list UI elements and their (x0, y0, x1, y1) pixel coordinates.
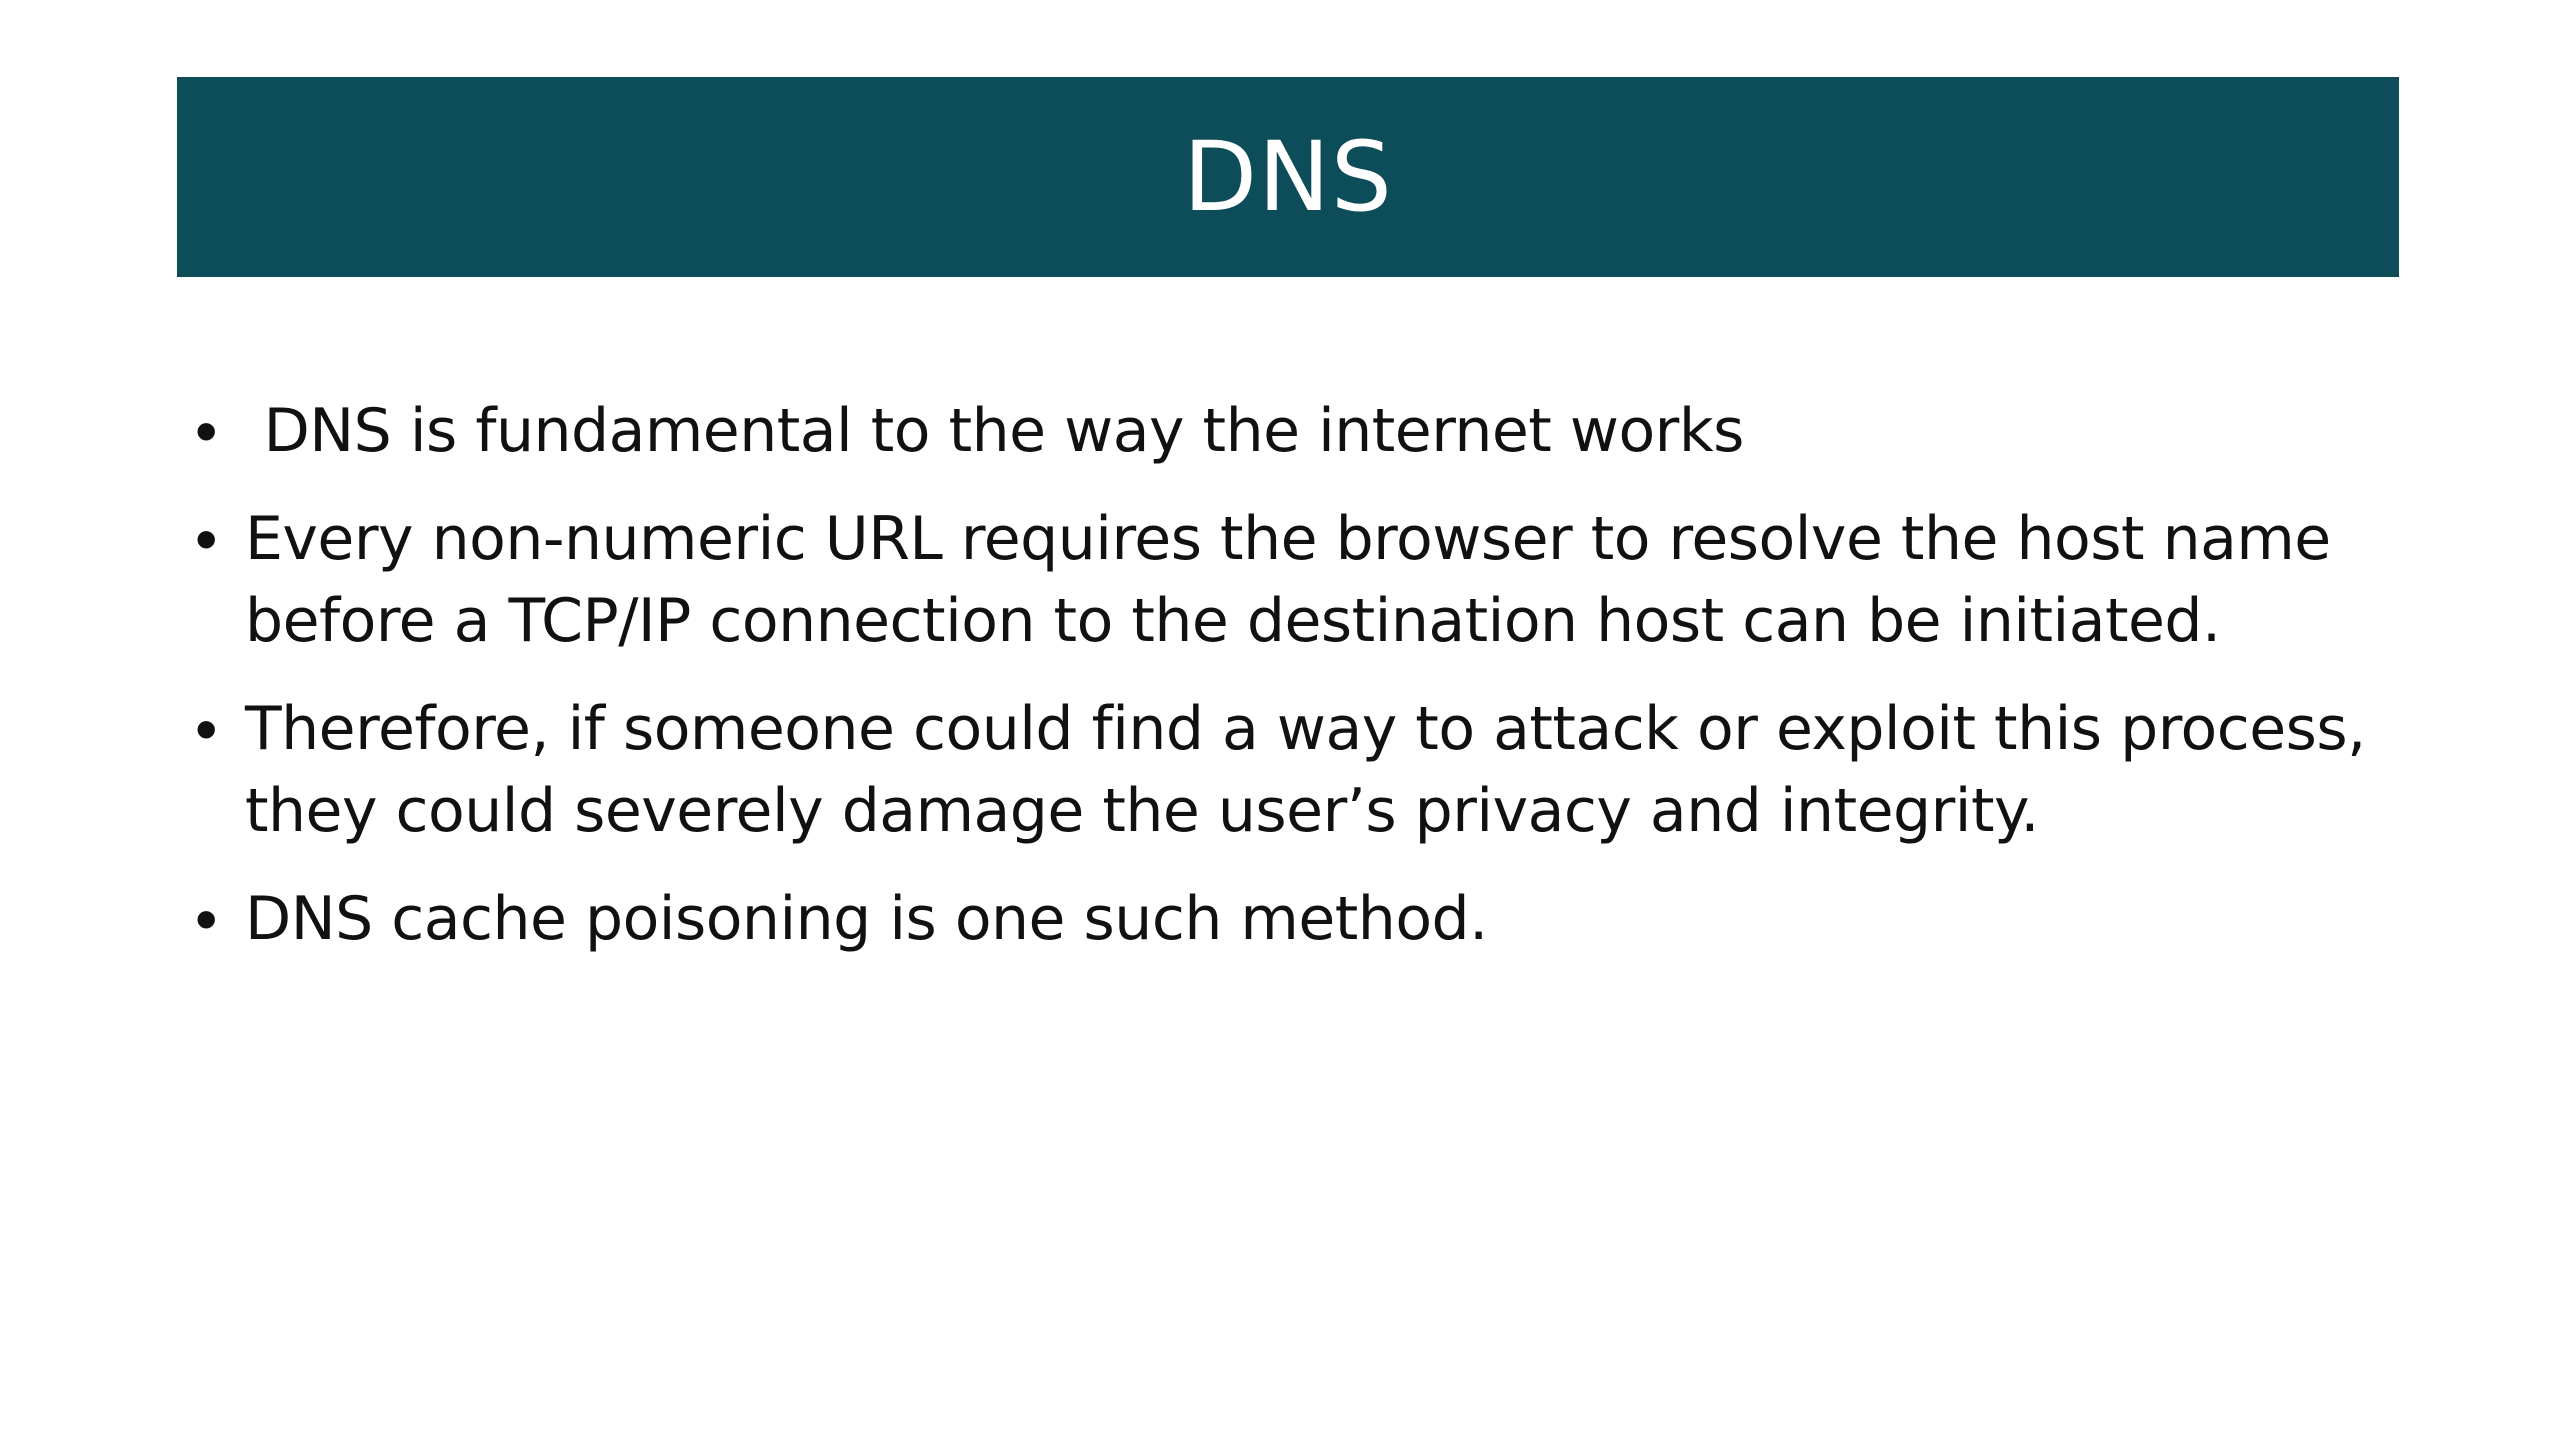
bullet-item: • Every non-numeric URL requires the bro… (195, 498, 2435, 662)
bullet-icon: • (195, 395, 218, 467)
bullet-text: DNS is fundamental to the way the intern… (245, 396, 1745, 466)
bullet-text: Therefore, if someone could find a way t… (245, 694, 2366, 846)
bullet-icon: • (195, 693, 218, 765)
bullet-list: • DNS is fundamental to the way the inte… (195, 390, 2435, 986)
bullet-item: • DNS is fundamental to the way the inte… (195, 390, 2435, 472)
bullet-text: DNS cache poisoning is one such method. (245, 884, 1488, 954)
slide-title: DNS (1183, 121, 1393, 233)
bullet-text: Every non-numeric URL requires the brows… (245, 504, 2331, 656)
bullet-item: • Therefore, if someone could find a way… (195, 688, 2435, 852)
bullet-icon: • (195, 883, 218, 955)
bullet-item: • DNS cache poisoning is one such method… (195, 878, 2435, 960)
bullet-icon: • (195, 503, 218, 575)
title-bar: DNS (177, 77, 2399, 277)
